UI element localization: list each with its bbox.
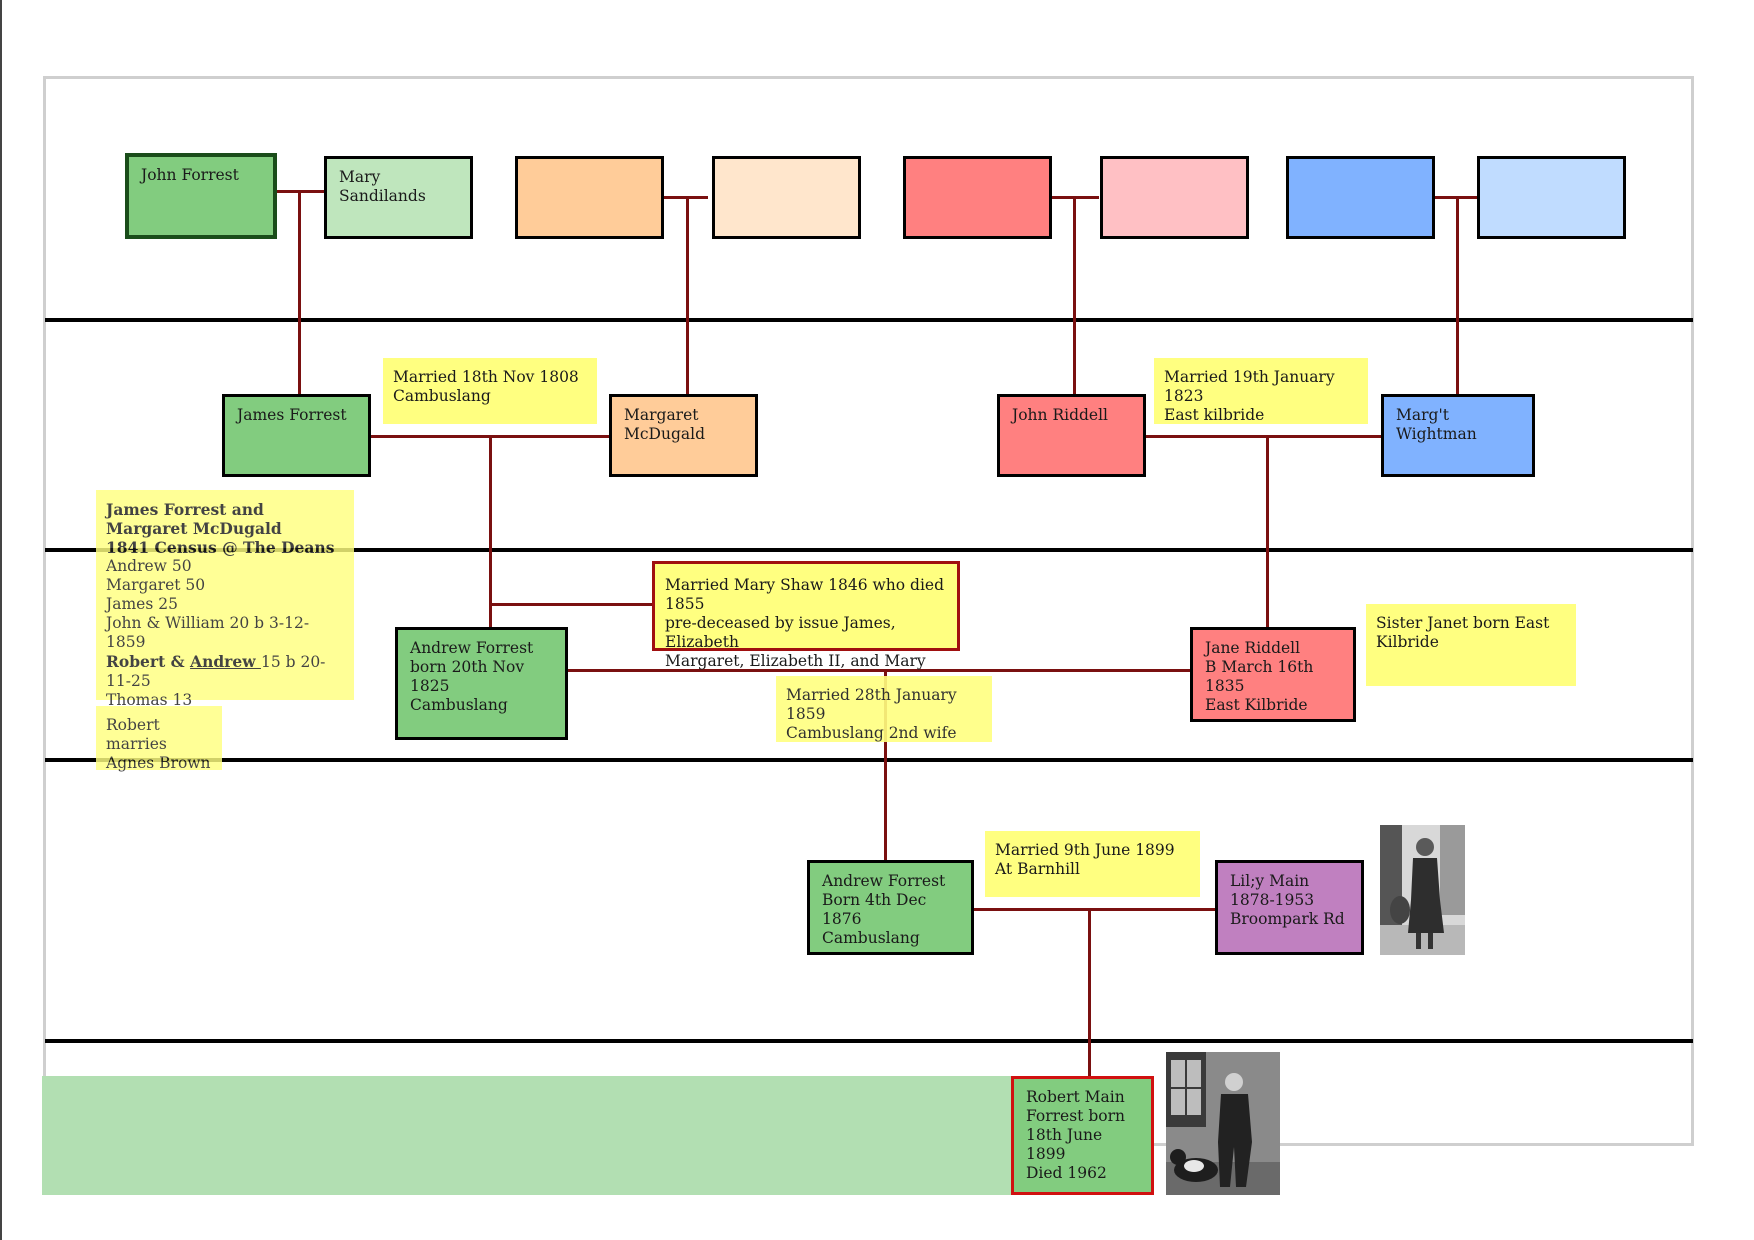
person-unknown-orange-2[interactable] <box>712 156 861 239</box>
note-fragment-underlined: Andrew <box>190 652 261 671</box>
note-line: Robert marries <box>106 716 167 753</box>
person-margt-wightman[interactable]: Marg't Wightman <box>1381 394 1535 477</box>
note-line: pre-deceased by issue James, Elizabeth <box>665 614 896 651</box>
person-unknown-blue-2[interactable] <box>1477 156 1626 239</box>
note-fragment: Robert & <box>106 652 191 671</box>
connector-to-andrew-forrest-1825 <box>489 435 492 628</box>
note-line: James 25 <box>106 595 178 613</box>
man-with-dog-photo[interactable] <box>1166 1052 1280 1195</box>
person-detail: Died 1962 <box>1026 1164 1107 1182</box>
person-detail: Cambuslang <box>822 929 920 947</box>
note-line: Andrew 50 <box>106 557 192 575</box>
note-sister-janet: Sister Janet born East Kilbride <box>1366 604 1576 686</box>
generation-divider-1 <box>45 318 1693 322</box>
person-detail: 18th June 1899 <box>1026 1126 1103 1163</box>
connector-to-andrew-forrest-1876 <box>884 669 887 863</box>
note-married-1899: Married 9th June 1899 At Barnhill <box>985 831 1200 897</box>
connector-to-john-riddell <box>1073 196 1076 396</box>
person-detail: Born 4th Dec 1876 <box>822 891 927 928</box>
note-line: Married 9th June 1899 <box>995 841 1175 859</box>
person-unknown-red-1[interactable] <box>903 156 1052 239</box>
page-left-edge <box>0 0 2 1240</box>
connector-forrest-sandilands <box>276 190 326 193</box>
man-with-dog-image <box>1166 1052 1280 1195</box>
person-name: Andrew Forrest <box>822 872 946 890</box>
person-andrew-forrest-1825[interactable]: Andrew Forrest born 20th Nov 1825 Cambus… <box>395 627 568 740</box>
note-line-robert-andrew: Robert & Andrew 15 b 20-11-25 <box>106 652 344 691</box>
connector-marriage-1823 <box>1146 435 1383 438</box>
person-unknown-blue-1[interactable] <box>1286 156 1435 239</box>
person-name: James Forrest <box>237 406 347 424</box>
person-john-forrest[interactable]: John Forrest <box>125 153 277 239</box>
note-line: At Barnhill <box>995 860 1080 878</box>
person-name: Robert Main <box>1026 1088 1125 1106</box>
person-name: Jane Riddell <box>1205 639 1301 657</box>
note-title: James Forrest and Margaret McDugald <box>106 500 282 538</box>
connector-to-mary-shaw-note <box>489 603 653 606</box>
person-name: Mary Sandilands <box>339 168 426 205</box>
person-name: McDugald <box>624 425 706 443</box>
person-name: John Forrest <box>141 166 239 184</box>
generation-highlight-band <box>42 1076 1012 1195</box>
note-mary-shaw: Married Mary Shaw 1846 who died 1855 pre… <box>652 561 960 670</box>
note-married-1823: Married 19th January 1823 East kilbride <box>1154 358 1368 424</box>
person-detail: B March 16th 1835 <box>1205 658 1314 695</box>
note-line: Margaret, Elizabeth II, and Mary <box>665 652 926 670</box>
woman-portrait-photo[interactable] <box>1380 825 1465 955</box>
person-name: Forrest born <box>1026 1107 1125 1125</box>
note-line: Thomas 13 <box>106 691 193 709</box>
person-mary-sandilands[interactable]: Mary Sandilands <box>324 156 473 239</box>
connector-marriage-1899 <box>973 908 1217 911</box>
person-name: John Riddell <box>1012 406 1108 424</box>
connector-to-jane-riddell <box>1266 435 1269 628</box>
note-line: Married Mary Shaw 1846 who died 1855 <box>665 576 945 613</box>
person-name: Margaret <box>624 406 699 424</box>
connector-to-margt-wightman <box>1456 196 1459 396</box>
connector-marriage-1859 <box>566 669 1195 672</box>
person-lily-main[interactable]: Lil;y Main 1878-1953 Broompark Rd <box>1215 860 1364 955</box>
note-line: East kilbride <box>1164 406 1265 424</box>
person-unknown-orange-1[interactable] <box>515 156 664 239</box>
connector-orange-couple <box>662 196 708 199</box>
note-census-1841: James Forrest and Margaret McDugald 1841… <box>96 490 354 709</box>
person-unknown-red-2[interactable] <box>1100 156 1249 239</box>
generation-divider-3 <box>45 758 1693 762</box>
person-margaret-mcdugald[interactable]: Margaret McDugald <box>609 394 758 477</box>
note-married-1859: Married 28th January 1859 Cambuslang 2nd… <box>776 676 992 742</box>
note-line: Cambuslang <box>393 387 491 405</box>
note-line: John & William 20 b 3-12-1859 <box>106 614 310 651</box>
generation-divider-2 <box>45 548 1693 552</box>
note-line: Married 19th January 1823 <box>1164 368 1335 405</box>
note-fragment: 15 b 20-11-25 <box>106 653 326 690</box>
person-name: Lil;y Main <box>1230 872 1310 890</box>
note-line: Kilbride <box>1376 633 1439 651</box>
person-name: Marg't Wightman <box>1396 406 1477 443</box>
connector-to-robert-main-forrest <box>1088 908 1091 1080</box>
note-line: Sister Janet born East <box>1376 614 1550 632</box>
person-john-riddell[interactable]: John Riddell <box>997 394 1146 477</box>
woman-portrait-image <box>1380 825 1465 955</box>
person-robert-main-forrest[interactable]: Robert Main Forrest born 18th June 1899 … <box>1011 1076 1154 1195</box>
note-line: Agnes Brown <box>106 754 211 772</box>
person-name: Andrew Forrest <box>410 639 534 657</box>
person-detail: 1878-1953 <box>1230 891 1315 909</box>
note-line: Married 28th January 1859 <box>786 686 957 723</box>
note-subtitle: 1841 Census @ The Deans <box>106 538 335 557</box>
connector-to-margaret-mcdugald <box>686 196 689 396</box>
person-detail: born 20th Nov 1825 <box>410 658 525 695</box>
person-detail: East Kilbride <box>1205 696 1308 714</box>
person-andrew-forrest-1876[interactable]: Andrew Forrest Born 4th Dec 1876 Cambusl… <box>807 860 974 955</box>
connector-to-james-forrest <box>298 190 301 396</box>
note-line: Margaret 50 <box>106 576 206 594</box>
generation-divider-4 <box>45 1039 1693 1043</box>
note-line: Cambuslang 2nd wife <box>786 724 957 742</box>
note-robert-marries: Robert marries Agnes Brown <box>96 706 222 772</box>
person-detail: Broompark Rd <box>1230 910 1345 928</box>
note-married-1808: Married 18th Nov 1808 Cambuslang <box>383 358 597 424</box>
note-line: Married 18th Nov 1808 <box>393 368 579 386</box>
person-jane-riddell[interactable]: Jane Riddell B March 16th 1835 East Kilb… <box>1190 627 1356 722</box>
person-james-forrest[interactable]: James Forrest <box>222 394 371 477</box>
person-detail: Cambuslang <box>410 696 508 714</box>
